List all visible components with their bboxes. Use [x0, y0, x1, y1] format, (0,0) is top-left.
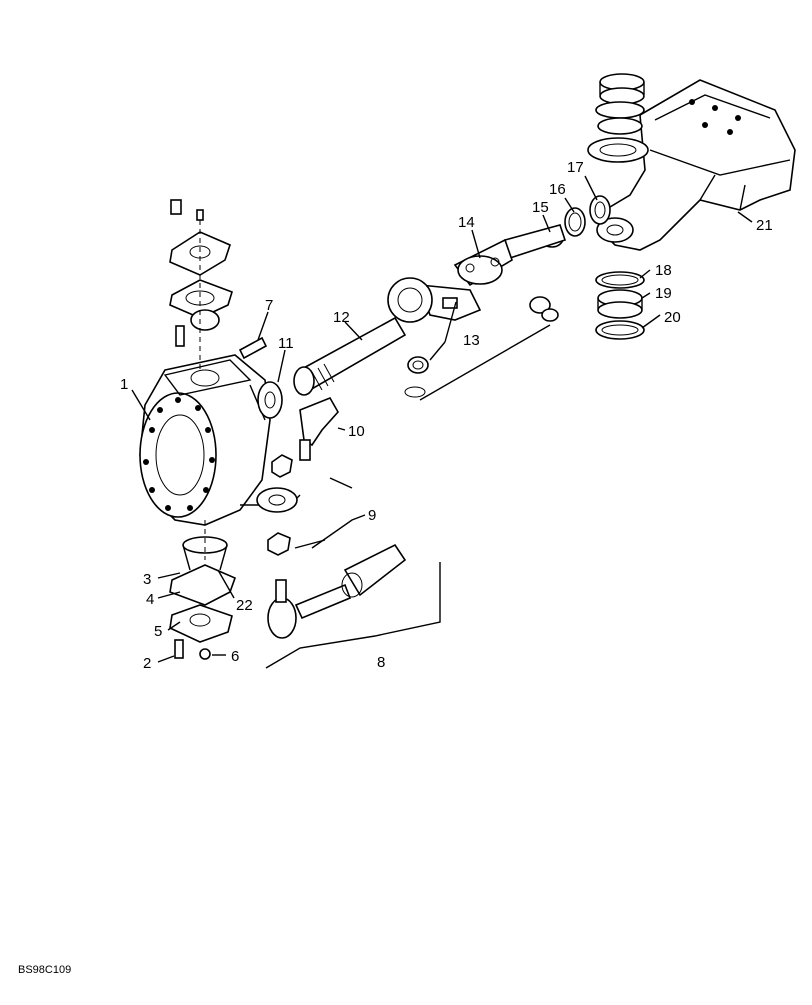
- top-king-pin-cap: [169, 199, 233, 370]
- upper-bearing-stack: [587, 73, 649, 163]
- callout-9: 9: [368, 507, 376, 524]
- callout-14: 14: [458, 214, 475, 231]
- tie-rod-assembly: [267, 543, 407, 639]
- callout-7: 7: [265, 297, 273, 314]
- hub-carrier: [139, 354, 301, 526]
- callout-20: 20: [664, 309, 681, 326]
- callout-16: 16: [549, 181, 566, 198]
- callout-22: 22: [236, 597, 253, 614]
- axle-housing: [596, 79, 796, 251]
- callout-17: 17: [567, 159, 584, 176]
- callout-5: 5: [154, 623, 162, 640]
- inner-axle-shaft: [453, 224, 567, 287]
- outer-axle-shaft: [293, 316, 407, 396]
- callout-11: 11: [278, 335, 294, 352]
- leader-lines: [131, 175, 753, 669]
- callout-10: 10: [348, 423, 365, 440]
- callout-2: 2: [143, 655, 151, 672]
- callout-8: 8: [377, 654, 385, 671]
- universal-joint: [387, 277, 482, 323]
- bottom-king-pin-cap: [169, 520, 237, 660]
- callout-12: 12: [333, 309, 350, 326]
- callout-3: 3: [143, 571, 151, 588]
- bushes: [404, 296, 559, 401]
- callout-21: 21: [756, 217, 773, 234]
- bolt-and-washer: [238, 336, 283, 419]
- callout-1: 1: [120, 376, 128, 393]
- callout-19: 19: [655, 285, 672, 302]
- lower-bearing-stack: [595, 271, 645, 340]
- callout-4: 4: [146, 591, 154, 608]
- reference-code: BS98C109: [18, 964, 71, 976]
- nuts-and-pins: [267, 454, 353, 556]
- callout-15: 15: [532, 199, 549, 216]
- callout-18: 18: [655, 262, 672, 279]
- ball-joint-upper: [299, 396, 339, 461]
- callout-13: 13: [463, 332, 480, 349]
- callout-6: 6: [231, 648, 239, 665]
- callout-labels: 1 2 3 4 5 6 7 8 9 10 11 12 13 14 15 16 1…: [120, 159, 773, 672]
